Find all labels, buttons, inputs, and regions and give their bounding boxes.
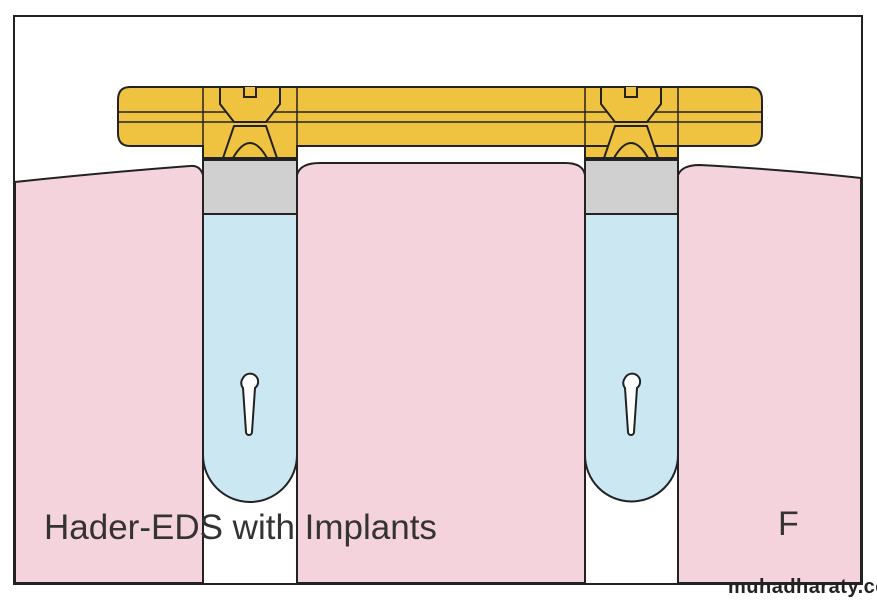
hader-bar (117, 86, 763, 159)
screw-left (219, 86, 281, 159)
screw-right (600, 86, 662, 159)
watermark: muhadharaty.com (728, 576, 877, 598)
panel-letter: F (778, 505, 799, 543)
keyhole-icon (240, 372, 260, 436)
figure-caption: Hader-EDS with Implants (44, 508, 437, 547)
keyhole-icon (622, 372, 642, 436)
implant-right (584, 159, 679, 503)
implant-left (202, 159, 298, 503)
